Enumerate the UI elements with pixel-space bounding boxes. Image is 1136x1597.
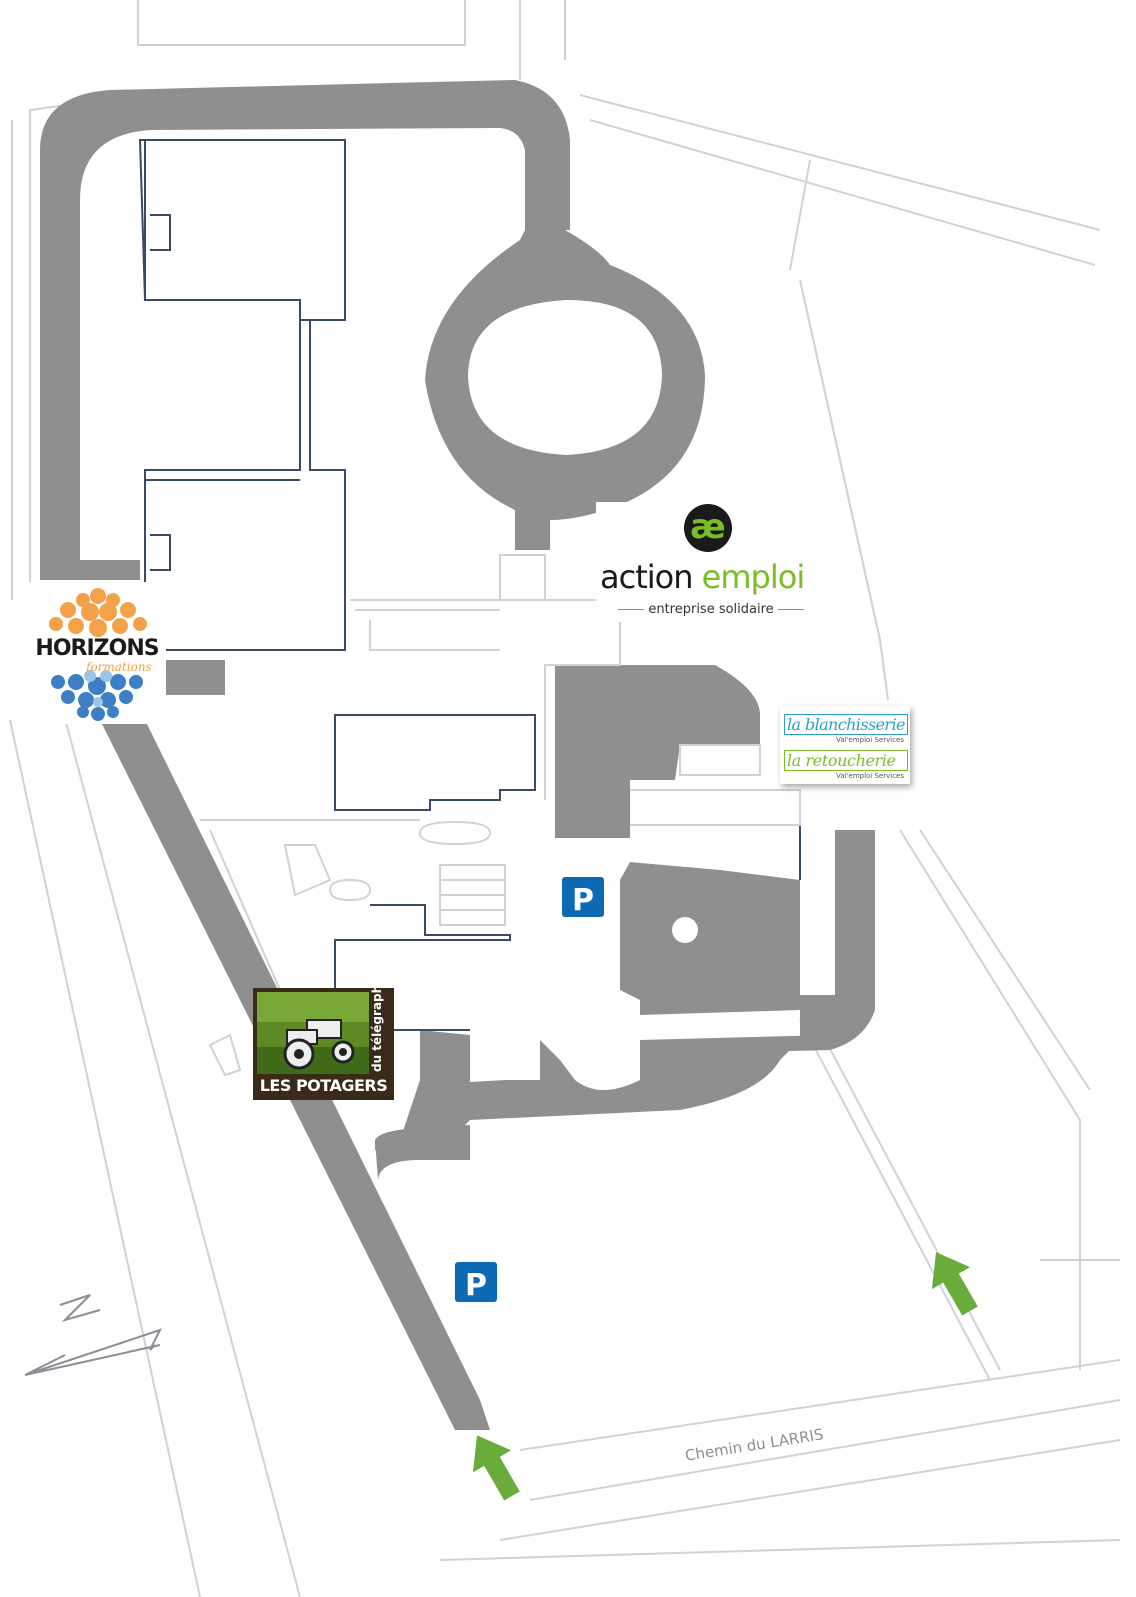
potagers-vertical-label: du télégraphe bbox=[370, 976, 384, 1072]
horizons-logo: HORIZONS formations bbox=[28, 582, 166, 724]
retoucherie-label: la retoucherie bbox=[784, 750, 908, 771]
parking-label-lower: P bbox=[465, 1268, 487, 1303]
building-outlines bbox=[138, 139, 801, 1031]
parking-sign-upper: P bbox=[562, 877, 604, 918]
action-emploi-tagline: entreprise solidaire bbox=[616, 602, 806, 617]
action-emploi-logo: æ action emploi entreprise solidaire bbox=[596, 502, 826, 622]
action-word: action bbox=[600, 558, 693, 596]
blanchisserie-sub: Val'emploi Services bbox=[836, 736, 904, 744]
entrance-arrow-right bbox=[931, 1252, 978, 1316]
parking-label-upper: P bbox=[572, 883, 594, 918]
potagers-logo: du télégraphe LES POTAGERS bbox=[253, 976, 394, 1100]
parking-sign-lower: P bbox=[455, 1262, 497, 1303]
entrance-arrow-bottom bbox=[472, 1435, 520, 1501]
parcel-outlines bbox=[9, 0, 1121, 1597]
horizons-subtitle: formations bbox=[86, 660, 152, 674]
north-arrow-icon bbox=[24, 1294, 162, 1376]
blanchisserie-label: la blanchisserie bbox=[784, 714, 908, 735]
retoucherie-sub: Val'emploi Services bbox=[836, 772, 904, 780]
laundry-logo: la blanchisserie Val'emploi Services la … bbox=[780, 706, 910, 784]
potagers-title: LES POTAGERS bbox=[259, 1076, 388, 1095]
tractor-icon bbox=[257, 992, 369, 1074]
emploi-word: emploi bbox=[701, 558, 806, 596]
action-emploi-monogram: æ bbox=[684, 504, 732, 552]
outbuildings bbox=[208, 599, 801, 1077]
horizons-title: HORIZONS bbox=[35, 636, 159, 661]
street-label: Chemin du LARRIS bbox=[684, 1425, 825, 1465]
roads bbox=[40, 80, 875, 1430]
horizons-dots-icon bbox=[49, 588, 147, 721]
